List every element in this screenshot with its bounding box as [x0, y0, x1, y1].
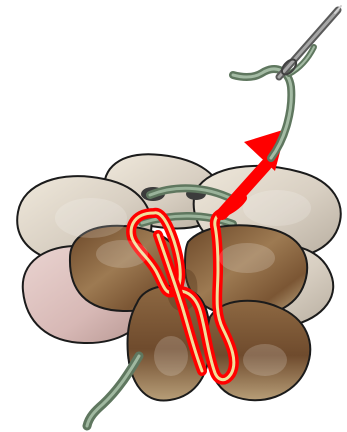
thread-tail: [87, 356, 139, 426]
needle-icon: [279, 6, 341, 77]
